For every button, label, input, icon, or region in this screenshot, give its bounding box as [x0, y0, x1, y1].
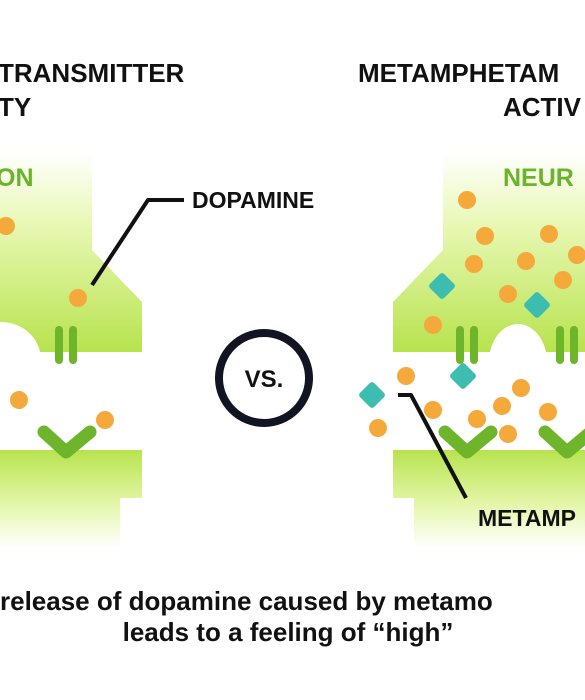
left-transporter-bar-1 [55, 326, 63, 364]
left-transporter-bar-2 [69, 326, 77, 364]
left-dopamine-dot [96, 411, 114, 429]
left-title-line2: TY [0, 92, 31, 122]
right-dopamine-dot [499, 425, 517, 443]
right-transporter-bar-3 [556, 326, 564, 364]
left-neuron-label: ON [0, 164, 34, 192]
right-dopamine-dot [458, 191, 476, 209]
right-panel: METAMPHETAM ACTIV NEUR [358, 58, 585, 548]
right-meth-molecule [450, 363, 476, 389]
right-meth-molecule [524, 292, 550, 318]
left-dopamine-dot [69, 289, 87, 307]
right-transporter-bar-2 [470, 326, 478, 364]
left-postsynaptic-neuron [0, 450, 142, 548]
right-dopamine-dot [397, 367, 415, 385]
left-presynaptic-neuron [0, 152, 142, 352]
left-panel: TRANSMITTER TY ON DOPAMINE [0, 58, 314, 548]
left-title-line1: TRANSMITTER [0, 58, 185, 88]
caption-line1: release of dopamine caused by metamo [0, 586, 493, 616]
right-dopamine-dot [465, 255, 483, 273]
vs-label: VS. [245, 366, 284, 393]
right-dopamine-dot [424, 316, 442, 334]
right-dopamine-dot [499, 285, 517, 303]
right-transporter-bar-4 [570, 326, 578, 364]
dopamine-callout-line [90, 198, 184, 287]
right-dopamine-dot [540, 225, 558, 243]
right-dopamine-dot [424, 401, 442, 419]
vs-badge: VS. [215, 329, 313, 427]
right-postsynaptic-neuron [393, 450, 585, 548]
caption: release of dopamine caused by metamo lea… [0, 586, 493, 647]
right-dopamine-dot [568, 246, 585, 264]
right-vesicle-notch [490, 324, 546, 352]
right-receptor-1 [438, 425, 498, 459]
left-receptor [37, 425, 97, 459]
left-vesicle-notch [0, 322, 40, 352]
right-dopamine-dot [512, 379, 530, 397]
right-dopamine-dot [476, 227, 494, 245]
right-dopamine-dot [369, 419, 387, 437]
right-title-line2: ACTIV [503, 92, 582, 122]
left-dopamine-dot [0, 217, 15, 235]
right-dopamine-dot [517, 252, 535, 270]
vs-circle [215, 329, 313, 427]
left-dopamine-dot [10, 391, 28, 409]
right-dopamine-dot [554, 271, 572, 289]
right-transporter-bar-1 [456, 326, 464, 364]
meth-label: METAMP [478, 505, 576, 531]
caption-line2: leads to a feeling of “high” [123, 617, 454, 647]
right-title-line1: METAMPHETAM [358, 58, 559, 88]
dopamine-label: DOPAMINE [192, 187, 314, 213]
meth-callout-line [398, 393, 468, 499]
right-meth-molecule [359, 382, 385, 408]
right-dopamine-dot [468, 410, 486, 428]
right-neuron-label: NEUR [503, 164, 574, 192]
right-dopamine-dot [539, 403, 557, 421]
right-receptor-2 [538, 425, 585, 459]
right-meth-molecule [429, 273, 455, 299]
right-dopamine-dot [493, 397, 511, 415]
